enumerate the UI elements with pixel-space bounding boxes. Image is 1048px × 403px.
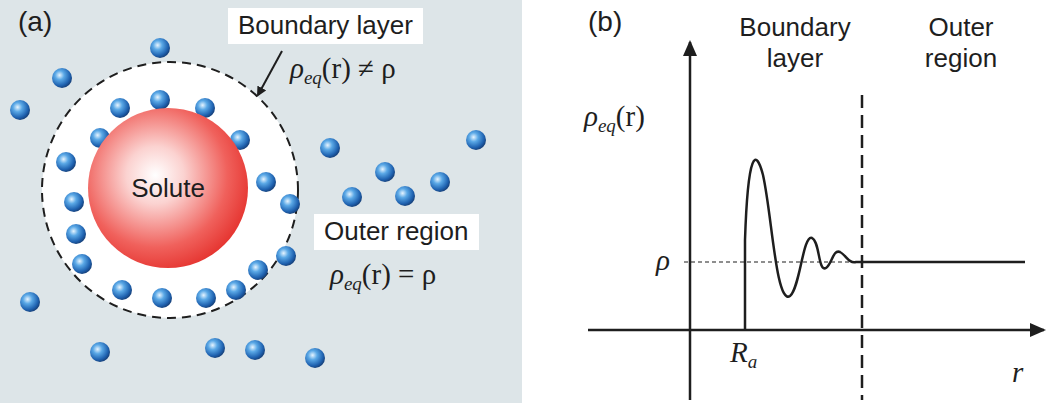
panel-a-ground [0,0,522,403]
solvent-particles [10,38,486,368]
node-text: Boundary layer [238,10,413,40]
solvent-particle [64,192,84,212]
radius-label-part: R [730,336,748,368]
solvent-particle [430,172,450,192]
density-expression-part: eq [344,273,362,294]
solvent-particle [245,340,265,360]
density-expression-part: ρ [330,258,344,290]
region-label-part: Outer region [925,12,997,73]
leader-arrow [258,51,282,95]
region-label: Outer region [896,12,1026,74]
callout-box: Outer region [314,214,479,250]
solvent-particle [90,342,110,362]
solvent-particle [20,292,40,312]
region-label-part: Boundary layer [739,12,850,73]
solvent-particle [56,152,76,172]
density-expression: ρeq(r) = ρ [330,258,436,295]
callout-box: Boundary layer [228,8,423,44]
solvent-particle [276,246,296,266]
solute-circle: Solute [88,108,248,268]
x-axis [588,329,1044,332]
axis-label: r [1012,356,1023,389]
boundary-layer-ring [42,62,298,318]
solvent-particle [72,254,92,274]
node-text: Solute [131,173,205,204]
density-level-label: ρ [656,244,670,277]
solvent-particle [256,172,276,192]
region-label: Boundary layer [722,12,868,74]
axis-label-part: (r) [616,100,645,132]
density-expression-part: ρ [290,52,304,84]
solvent-particle [466,130,486,150]
panel-label: (b) [588,6,622,38]
solvent-particle [226,280,246,300]
solvent-particle [320,138,340,158]
radius-label-part: a [748,351,758,372]
radius-label: Ra [730,336,757,373]
solvent-particle [52,68,72,88]
density-curve [745,160,1025,330]
solvent-particle [112,280,132,300]
solvent-particle [305,348,325,368]
axis-label-part: r [1012,356,1023,388]
solvent-particle [375,162,395,182]
solvent-particle [10,100,30,120]
solvent-particle [150,90,170,110]
node-text: Outer region [324,216,469,246]
solvent-particle [110,98,130,118]
region-divider [861,95,864,400]
density-expression-part: (r) ≠ ρ [322,52,396,84]
solvent-particle [395,186,415,206]
axis-label: ρeq(r) [584,100,645,137]
solvent-particle [150,38,170,58]
density-expression-part: eq [304,67,322,88]
axis-label-part: eq [598,115,616,136]
solvent-particle [280,194,300,214]
solvent-particle [196,288,216,308]
solvent-particle [152,288,172,308]
solvent-particle [66,224,86,244]
density-expression: ρeq(r) ≠ ρ [290,52,396,89]
density-level-label-part: ρ [656,244,670,276]
solvent-particle [342,187,362,207]
density-expression-part: (r) = ρ [362,258,436,290]
panel-label-part: (a) [18,6,52,37]
panel-label: (a) [18,6,52,38]
axis-label-part: ρ [584,100,598,132]
solvent-particle [205,338,225,358]
y-axis [689,42,692,400]
solvent-particle [248,260,268,280]
panel-label-part: (b) [588,6,622,37]
